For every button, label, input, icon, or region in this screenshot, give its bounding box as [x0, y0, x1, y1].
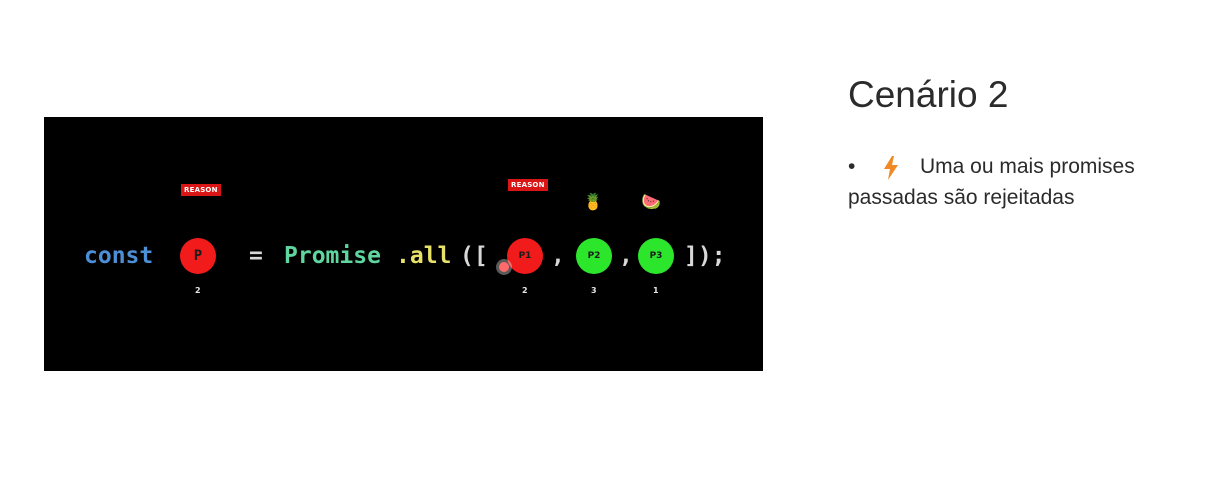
result-promise-label: P	[193, 248, 203, 264]
promise-circle-p3: P3	[638, 238, 674, 274]
code-comma: ,	[551, 243, 565, 269]
p1-reason-tag: REASON	[508, 179, 548, 191]
pineapple-icon: 🍍	[583, 192, 603, 211]
lightning-bolt-icon	[884, 156, 898, 180]
promise-order-p1: 2	[522, 286, 528, 295]
promise-order-p3: 1	[653, 286, 659, 295]
code-keyword: const	[84, 243, 154, 269]
code-method: .all	[396, 243, 452, 269]
promise-circle-p1: P1	[507, 238, 543, 274]
promise-label-p2: P2	[587, 251, 601, 261]
bullet-text-line2: passadas são rejeitadas	[848, 186, 1075, 209]
bullet-text-line1: Uma ou mais promises	[920, 155, 1135, 178]
bullet-marker: •	[848, 155, 856, 178]
promise-circle-p2: P2	[576, 238, 612, 274]
code-class-name: Promise	[284, 243, 381, 269]
code-assign: =	[249, 243, 263, 269]
result-reason-tag: REASON	[181, 184, 221, 196]
sleepy-face-icon: 😪	[188, 197, 205, 216]
slide-title: Cenário 2	[848, 74, 1009, 115]
promise-order-p2: 3	[591, 286, 597, 295]
code-open-bracket: ([	[460, 243, 488, 269]
promise-label-p1: P1	[518, 251, 532, 261]
result-promise-circle: P	[180, 238, 216, 274]
code-comma: ,	[619, 243, 633, 269]
mouse-cursor-icon	[499, 262, 509, 272]
code-image-panel: const REASON 😪 P 2 = Promise .all ([ REA…	[44, 117, 763, 371]
code-close-bracket: ]);	[684, 243, 726, 269]
sleepy-face-icon: 😪	[514, 192, 531, 211]
watermelon-icon: 🍉	[641, 192, 661, 211]
result-order: 2	[195, 286, 201, 295]
promise-label-p3: P3	[649, 251, 663, 261]
